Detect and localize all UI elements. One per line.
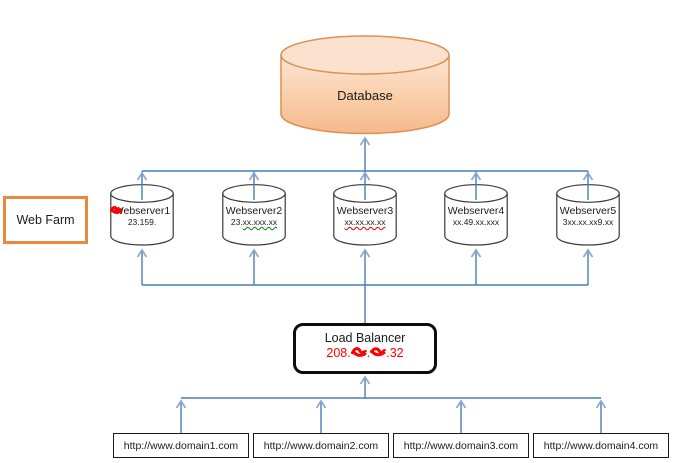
- webserver2-cylinder: Webserver2 23.xx.xxx.xx: [222, 184, 286, 246]
- webserver5-cylinder: Webserver5 3xx.xx.xx9.xx: [556, 184, 620, 246]
- arrowhead-ws1-top: [136, 171, 148, 181]
- arrowhead-loadbalancer: [359, 375, 371, 385]
- domain1-box: http://www.domain1.com: [113, 433, 249, 458]
- cylinder-shape: [556, 184, 620, 246]
- database-cylinder-shape: [280, 35, 450, 135]
- arrowhead-ws1-bottom: [136, 248, 148, 258]
- load-balancer-ip: 208...32: [326, 346, 404, 360]
- webserver1-name: Webserver1: [113, 205, 171, 217]
- arrowhead-domain3: [455, 399, 467, 409]
- webserver3-ip: xx.xx.xx.xx: [344, 217, 386, 228]
- webserver4-cylinder: Webserver4 xx.49.xx.xxx: [444, 184, 508, 246]
- domain2-url: http://www.domain2.com: [263, 439, 379, 452]
- arrowhead-ws5-top: [582, 171, 594, 181]
- arrowhead-ws5-bottom: [582, 248, 594, 258]
- arrowhead-ws3-bottom: [359, 248, 371, 258]
- arrowhead-ws2-bottom: [248, 248, 260, 258]
- arrowhead-domain1: [175, 399, 187, 409]
- redaction-scribble: [350, 347, 367, 357]
- webserver5-ip: 3xx.xx.xx9.xx: [562, 217, 614, 228]
- webserver3-name: Webserver3: [336, 205, 394, 217]
- domain3-url: http://www.domain3.com: [403, 439, 519, 452]
- arrowhead-domain4: [595, 399, 607, 409]
- web-farm-label: Web Farm: [16, 213, 75, 227]
- redaction-scribble: [110, 206, 122, 214]
- arrowhead-database: [359, 136, 371, 146]
- web-farm-box: Web Farm: [3, 196, 88, 244]
- arrowhead-ws4-top: [470, 171, 482, 181]
- database-label: Database: [337, 88, 393, 103]
- load-balancer-label: Load Balancer: [324, 331, 406, 345]
- arrowhead-ws3-top: [359, 171, 371, 181]
- webserver4-name: Webserver4: [447, 205, 505, 217]
- domain4-url: http://www.domain4.com: [543, 439, 659, 452]
- webserver1-ip: 23.159.: [110, 206, 174, 228]
- webserver3-cylinder: Webserver3 xx.xx.xx.xx: [333, 184, 397, 246]
- webserver5-name: Webserver5: [559, 205, 617, 217]
- arrowhead-ws4-bottom: [470, 248, 482, 258]
- webserver2-ip: 23.xx.xxx.xx: [230, 217, 278, 228]
- webserver2-name: Webserver2: [225, 205, 283, 217]
- database-cylinder: [280, 35, 450, 135]
- redaction-scribble: [370, 347, 387, 357]
- webserver1-cylinder: Webserver1 23.159.: [110, 184, 174, 246]
- arrowhead-ws2-top: [248, 171, 260, 181]
- domain3-box: http://www.domain3.com: [393, 433, 529, 458]
- domain1-url: http://www.domain1.com: [123, 439, 239, 452]
- load-balancer-box: Load Balancer 208...32: [293, 323, 437, 374]
- arrowhead-domain2: [315, 399, 327, 409]
- domain4-box: http://www.domain4.com: [533, 433, 669, 458]
- webserver4-ip: xx.49.xx.xxx: [452, 217, 500, 228]
- domain2-box: http://www.domain2.com: [253, 433, 389, 458]
